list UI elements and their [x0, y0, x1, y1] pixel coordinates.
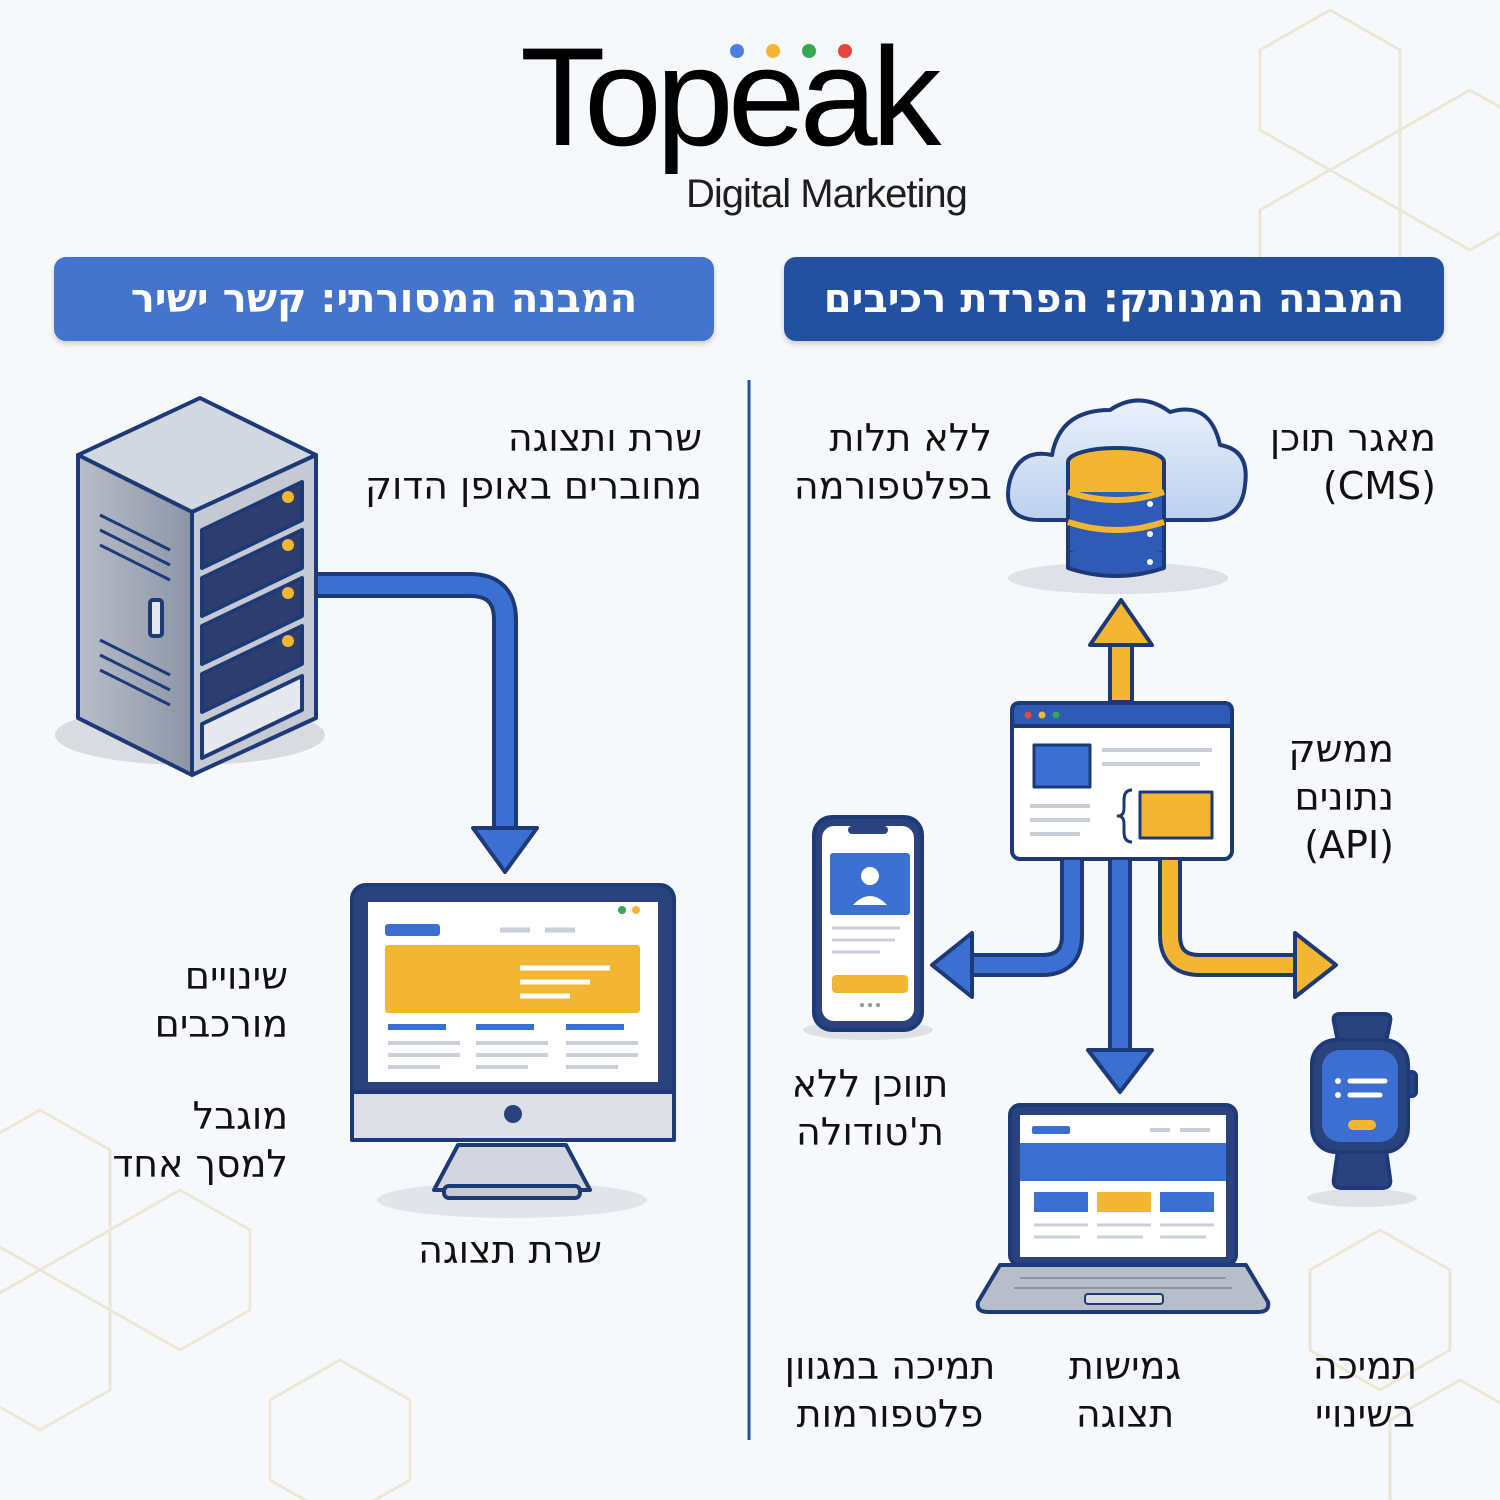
complex-changes-line-2: מורכבים [154, 1002, 288, 1046]
multi-platform-support-label: תמיכה במגוון פלטפורמות [770, 1342, 1010, 1438]
smartphone-icon [803, 815, 933, 1040]
api-label-line-3: (API) [1304, 823, 1394, 867]
desktop-monitor-icon [350, 883, 676, 1218]
server-to-display-arrow [318, 572, 518, 830]
server-caption: שרת ותצוגה מחוברים באופן הדוק [340, 414, 702, 510]
platform-independence-label: ללא תלות בפלטפורמה [770, 414, 992, 510]
multi-platform-line-2: פלטפורמות [796, 1392, 984, 1436]
single-screen-line-2: למסך אחד [112, 1142, 288, 1186]
platform-independence-line-1: ללא תלות [829, 416, 992, 460]
blue-dot [730, 44, 744, 58]
red-dot [838, 44, 852, 58]
smartwatch-icon [1307, 1012, 1418, 1207]
cms-label: מאגר תוכן (CMS) [1240, 414, 1436, 510]
api-label-line-2: נתונים [1294, 775, 1394, 819]
api-to-phone-arrow [968, 860, 1084, 977]
single-screen-note: מוגבל למסך אחד [90, 1092, 288, 1188]
brand-tagline: Digital Marketing [686, 172, 968, 216]
server-caption-line-2: מחוברים באופן הדוק [365, 464, 702, 508]
content-label-line-2: ת'טודולה [796, 1110, 944, 1154]
api-to-watch-arrow [1158, 860, 1298, 977]
cloud-database-icon [1006, 398, 1248, 594]
change-support-line-1: תמיכה [1312, 1344, 1418, 1388]
yellow-dot [766, 44, 780, 58]
complex-changes-note: שינויים מורכבים [90, 952, 288, 1048]
api-label-line-1: ממשק [1288, 727, 1394, 771]
display-server-caption: שרת תצוגה [418, 1228, 602, 1272]
down-arrowhead [471, 826, 539, 874]
change-support-line-2: בשינויי [1315, 1392, 1415, 1436]
api-browser-window-icon [1010, 701, 1234, 861]
display-flexibility-line-2: תצוגה [1075, 1392, 1175, 1436]
single-screen-line-1: מוגבל [192, 1094, 288, 1138]
server-caption-line-1: שרת ותצוגה [507, 416, 702, 460]
api-label: ממשק נתונים (API) [1262, 725, 1394, 869]
content-label-line-1: תווכן ללא [791, 1062, 949, 1106]
platform-independence-line-2: בפלטפורמה [793, 464, 992, 508]
api-to-cms-arrow [1088, 598, 1154, 704]
cms-label-line-1: מאגר תוכן [1269, 416, 1436, 460]
traditional-architecture-title: המבנה המסורתי: קשר ישיר [54, 257, 714, 341]
green-dot [802, 44, 816, 58]
brand-color-dots [730, 44, 860, 60]
change-support-label: תמיכה בשינויי [1280, 1342, 1450, 1438]
complex-changes-line-1: שינויים [184, 954, 288, 998]
server-icon [55, 396, 325, 777]
brand-logo: Topeak [520, 18, 941, 175]
multi-platform-line-1: תמיכה במגוון [784, 1344, 996, 1388]
cms-label-line-2: (CMS) [1322, 464, 1436, 508]
display-flexibility-label: גמישות תצוגה [1040, 1342, 1210, 1438]
display-flexibility-line-1: גמישות [1068, 1344, 1182, 1388]
laptop-icon [975, 1103, 1271, 1314]
content-label: תווכן ללא ת'טודולה [770, 1060, 970, 1156]
decoupled-architecture-title: המבנה המנותק: הפרדת רכיבים [784, 257, 1444, 341]
